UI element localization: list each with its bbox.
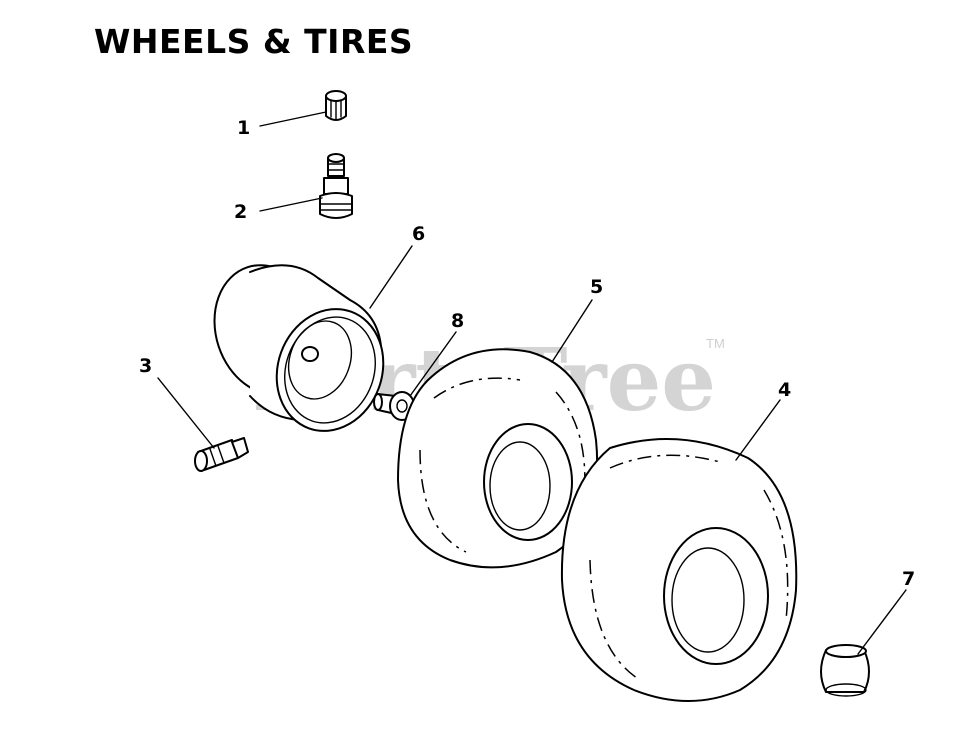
leader-6	[369, 245, 413, 309]
part-wheel-rim[interactable]	[198, 251, 400, 446]
leader-3	[157, 377, 215, 449]
callout-2[interactable]: 2	[234, 201, 247, 223]
part-lug-fitting[interactable]	[194, 437, 249, 472]
callout-3[interactable]: 3	[139, 355, 152, 377]
leader-7	[857, 589, 907, 655]
part-hub-cap[interactable]	[820, 644, 870, 697]
leader-2	[259, 197, 323, 212]
part-tire-outer[interactable]	[560, 438, 798, 702]
callout-4[interactable]: 4	[778, 379, 791, 401]
leader-lines	[157, 111, 907, 655]
callout-7[interactable]: 7	[902, 568, 915, 590]
part-tire-inner[interactable]	[397, 348, 599, 569]
callout-5[interactable]: 5	[590, 276, 603, 298]
leader-4	[735, 399, 781, 461]
part-valve-cap[interactable]	[325, 90, 347, 121]
watermark-trademark: TM	[706, 336, 725, 351]
part-valve-stem[interactable]	[319, 153, 353, 219]
callout-6[interactable]: 6	[412, 223, 425, 245]
leader-1	[259, 111, 327, 127]
leader-5	[551, 299, 593, 363]
callout-1[interactable]: 1	[237, 117, 250, 139]
callout-8[interactable]: 8	[451, 310, 464, 332]
diagram-title: WHEELS & TIRES	[94, 22, 414, 61]
leader-8	[409, 331, 457, 397]
